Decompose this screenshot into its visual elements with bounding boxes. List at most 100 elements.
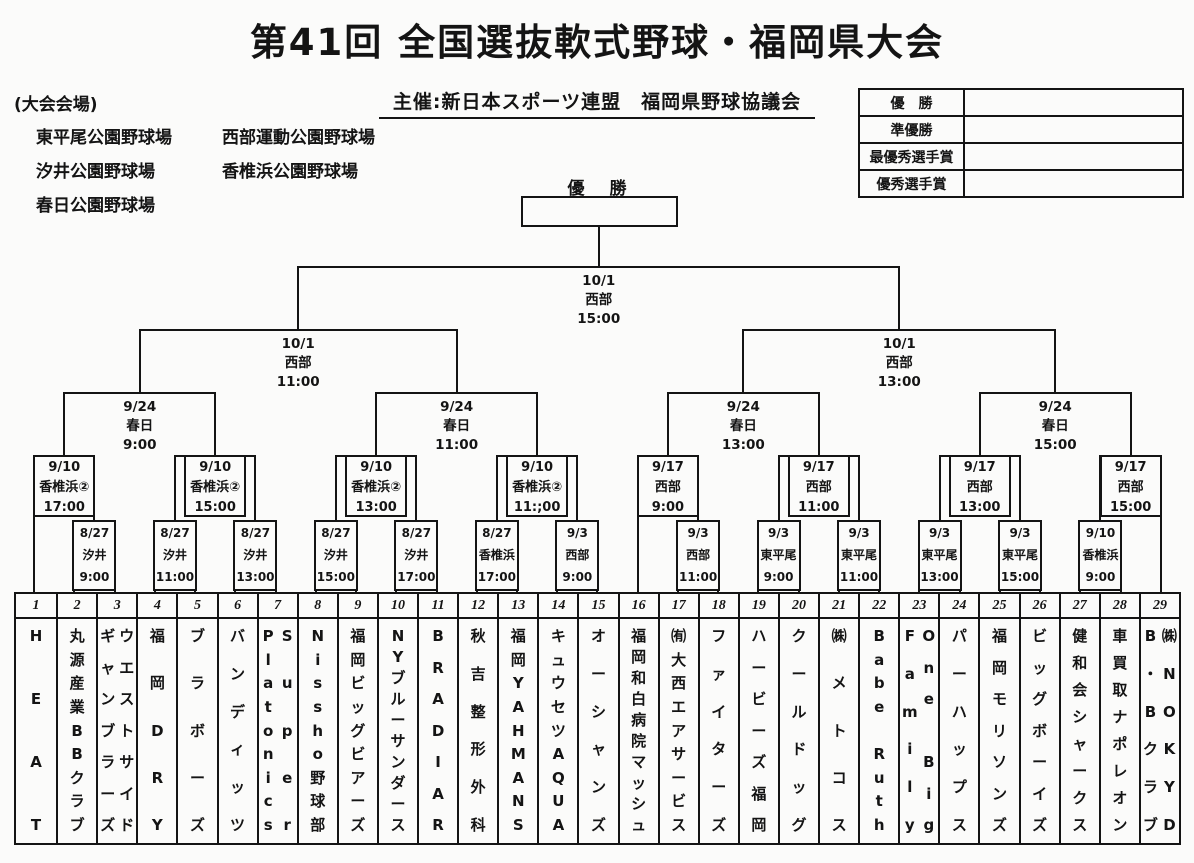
match-date: 8/27 [401,526,432,540]
bracket-line [536,393,539,457]
team-number: 21 [818,594,858,617]
match-date: 10/1 [281,336,315,352]
bracket-line [33,455,36,594]
match-date: 9/10 [360,460,393,475]
team-name-line: ㈲大西エアサービス [671,627,687,834]
awards-table: 優 勝 準優勝 最優秀選手賞 優秀選手賞 [858,88,1184,198]
match-time: 15:00 [316,570,355,584]
match-time: 15:00 [1109,500,1152,515]
team-number: 13 [497,594,537,617]
match-venue: 香椎浜② [351,480,402,495]
match-date: 9/3 [848,526,870,540]
team-number: 3 [96,594,136,617]
match-date: 9/17 [802,460,835,475]
match-date: 9/17 [651,460,684,475]
match-time: 11:00 [155,570,195,584]
match-date: 9/10 [48,460,81,475]
bracket-line [63,393,66,457]
team-name-line: ビッグボーイズ [1032,627,1048,834]
match-time: 13:00 [959,500,1001,515]
team-name-line: オーシャンズ [590,627,606,834]
match-venue: 春日 [443,418,471,434]
team-number: 11 [417,594,457,617]
match-time: 9:00 [1085,570,1116,584]
team-number: 1 [32,597,40,613]
team-number: 28 [1098,594,1139,617]
award-label: 準優勝 [858,115,965,144]
match-venue: 東平尾 [921,548,958,562]
match-venue: 香椎浜② [190,480,241,495]
venue-list: (大会会場) 東平尾公園野球場 西部運動公園野球場 汐井公園野球場 香椎浜公園野… [14,90,375,216]
team-name: ㈱メトコス [818,619,858,843]
match-time: 9:00 [122,437,157,453]
team-name: 福岡和白病院マッシュ [617,619,658,843]
team-number: 5 [176,594,216,617]
bracket-line [576,455,579,522]
bracket-line [742,330,745,394]
team-name: ハービーズ福岡 [737,619,778,843]
match-time: 11:00 [435,437,479,453]
bracket-line [334,455,337,522]
match-date: 9/3 [928,526,951,540]
match-date: 9/10 [199,460,232,475]
team-name: 福岡モリソンズ [978,619,1018,843]
award-value [963,142,1184,171]
match-venue: 西部 [654,480,681,495]
team-name-line: 福岡モリソンズ [992,627,1008,834]
team-name: ビッグボーイズ [1018,619,1059,843]
match-venue: 春日 [1041,418,1069,434]
match-venue: 汐井 [82,548,107,562]
match-venue: 西部 [585,292,613,308]
match-time: 17:00 [477,570,516,584]
team-name: パーハップス [938,619,978,843]
award-label: 優秀選手賞 [858,169,965,198]
bracket-line [297,267,300,331]
team-number: 23 [898,594,938,617]
header: 第41回 全国選抜軟式野球・福岡県大会 主催:新日本スポーツ連盟 福岡県野球協議… [0,0,1194,119]
champion-box [521,196,678,227]
team-name: 秋吉整形外科 [457,619,497,843]
match-time: 11:;00 [513,500,561,515]
match-date: 8/27 [240,526,271,540]
match-venue: 東平尾 [1001,548,1038,562]
match-time: 17:00 [397,570,436,584]
venue-heading: (大会会場) [14,95,98,115]
match-time: 11:00 [276,374,320,390]
match-venue: 香椎浜 [1082,548,1119,562]
team-number: 9 [336,594,377,617]
award-label: 優 勝 [858,88,965,117]
bracket-line [817,393,820,457]
match-venue: 東平尾 [760,548,797,562]
match-venue: 西部 [284,355,312,371]
team-number: 20 [777,594,818,617]
team-number: 15 [577,594,617,617]
match-time: 9:00 [79,570,110,584]
bracket-line [777,455,780,522]
bracket-line [898,267,901,331]
team-name: ファイターズ [697,619,738,843]
